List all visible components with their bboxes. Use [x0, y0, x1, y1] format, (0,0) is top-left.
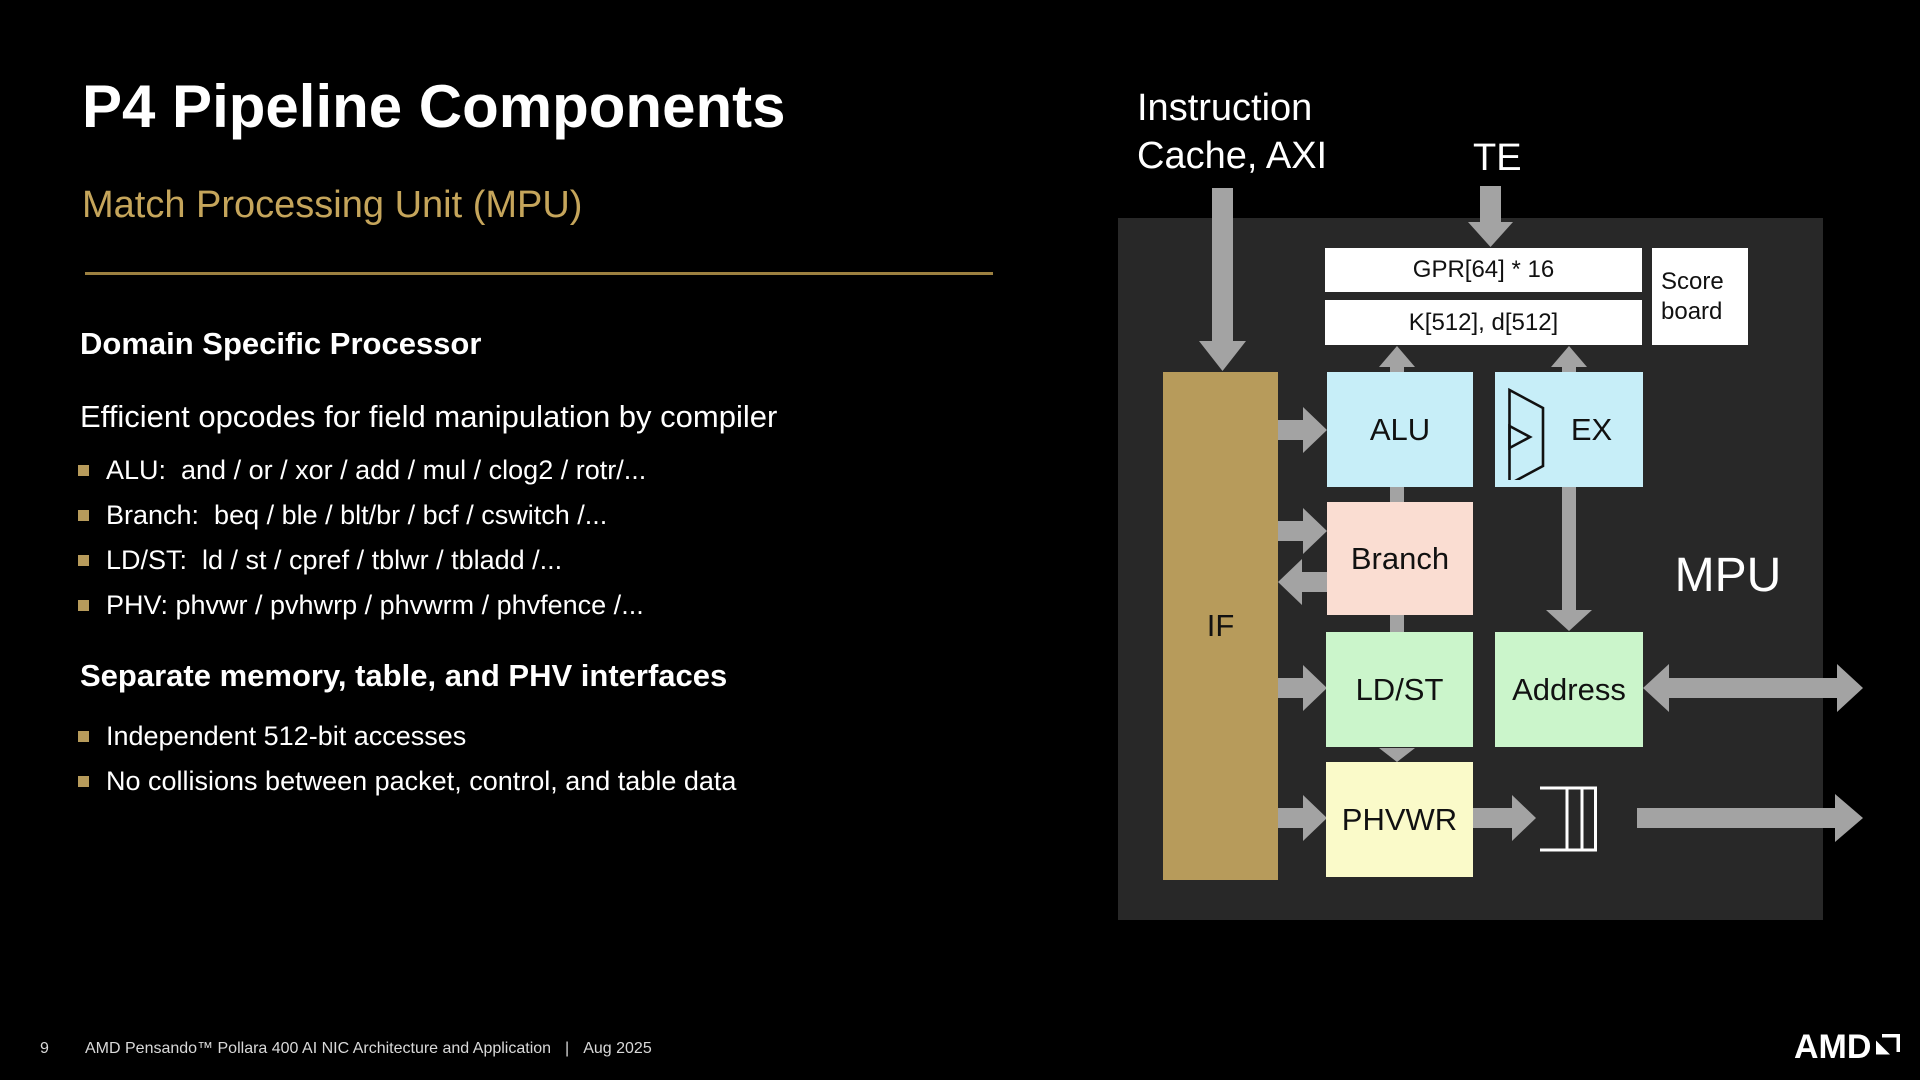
ldst-stage-box: LD/ST [1326, 632, 1473, 747]
bullet-square-icon [78, 776, 89, 787]
bullet-square-icon [78, 465, 89, 476]
section-heading-interfaces: Separate memory, table, and PHV interfac… [80, 658, 728, 693]
page-subtitle: Match Processing Unit (MPU) [82, 184, 583, 226]
mux-selector-icon [1508, 380, 1546, 480]
list-item: ALU: and / or / xor / add / mul / clog2 … [78, 448, 646, 493]
gpr-register-box: GPR[64] * 16 [1325, 248, 1642, 292]
list-item: Independent 512-bit accesses [78, 714, 736, 759]
section-lead-text: Efficient opcodes for field manipulation… [80, 399, 778, 434]
instruction-cache-label-line2: Cache, AXI [1137, 135, 1328, 177]
list-item-text: Branch: beq / ble / blt/br / bcf / cswit… [106, 500, 608, 530]
bullet-square-icon [78, 510, 89, 521]
footer-deck-title: AMD Pensando™ Pollara 400 AI NIC Archite… [85, 1040, 552, 1057]
amd-arrow-icon [1876, 1034, 1900, 1055]
list-item-text: PHV: phvwr / pvhwrp / phvwrm / phvfence … [106, 590, 644, 620]
list-item-text: ALU: and / or / xor / add / mul / clog2 … [106, 455, 647, 485]
ex-stage-label: EX [1570, 411, 1613, 447]
list-item-text: Independent 512-bit accesses [106, 721, 467, 751]
list-item-text: LD/ST: ld / st / cpref / tblwr / tbladd … [106, 545, 563, 575]
list-item-text: No collisions between packet, control, a… [106, 766, 737, 796]
list-item: LD/ST: ld / st / cpref / tblwr / tbladd … [78, 538, 646, 583]
ex-stage-box: EX [1495, 372, 1643, 487]
page-title: P4 Pipeline Components [82, 73, 786, 140]
mpu-label: MPU [1674, 549, 1782, 602]
fifo-queue-icon [1540, 786, 1597, 852]
divider-line [85, 272, 993, 275]
bullet-square-icon [78, 555, 89, 566]
key-data-box: K[512], d[512] [1325, 300, 1642, 345]
branch-stage-box: Branch [1327, 502, 1473, 615]
list-item: Branch: beq / ble / blt/br / bcf / cswit… [78, 493, 646, 538]
alu-stage-box: ALU [1327, 372, 1473, 487]
scoreboard-box: Score board [1652, 248, 1748, 345]
section-heading-domain-specific: Domain Specific Processor [80, 326, 482, 361]
footer-separator: | [565, 1040, 570, 1057]
opcode-bullet-list: ALU: and / or / xor / add / mul / clog2 … [78, 448, 646, 628]
footer-date: Aug 2025 [583, 1040, 652, 1057]
address-stage-box: Address [1495, 632, 1643, 747]
bullet-square-icon [78, 731, 89, 742]
bullet-square-icon [78, 600, 89, 611]
interfaces-bullet-list: Independent 512-bit accesses No collisio… [78, 714, 736, 804]
phvwr-stage-box: PHVWR [1326, 762, 1473, 877]
if-stage-box: IF [1163, 372, 1278, 880]
amd-logo-text: AMD [1794, 1028, 1872, 1066]
instruction-cache-label: Instruction Cache, AXI [1137, 84, 1327, 180]
list-item: PHV: phvwr / pvhwrp / phvwrm / phvfence … [78, 583, 646, 628]
instruction-cache-label-line1: Instruction [1137, 87, 1313, 129]
list-item: No collisions between packet, control, a… [78, 759, 736, 804]
te-label: TE [1473, 137, 1522, 179]
footer-text: AMD Pensando™ Pollara 400 AI NIC Archite… [85, 1040, 652, 1058]
page-number: 9 [40, 1040, 49, 1057]
